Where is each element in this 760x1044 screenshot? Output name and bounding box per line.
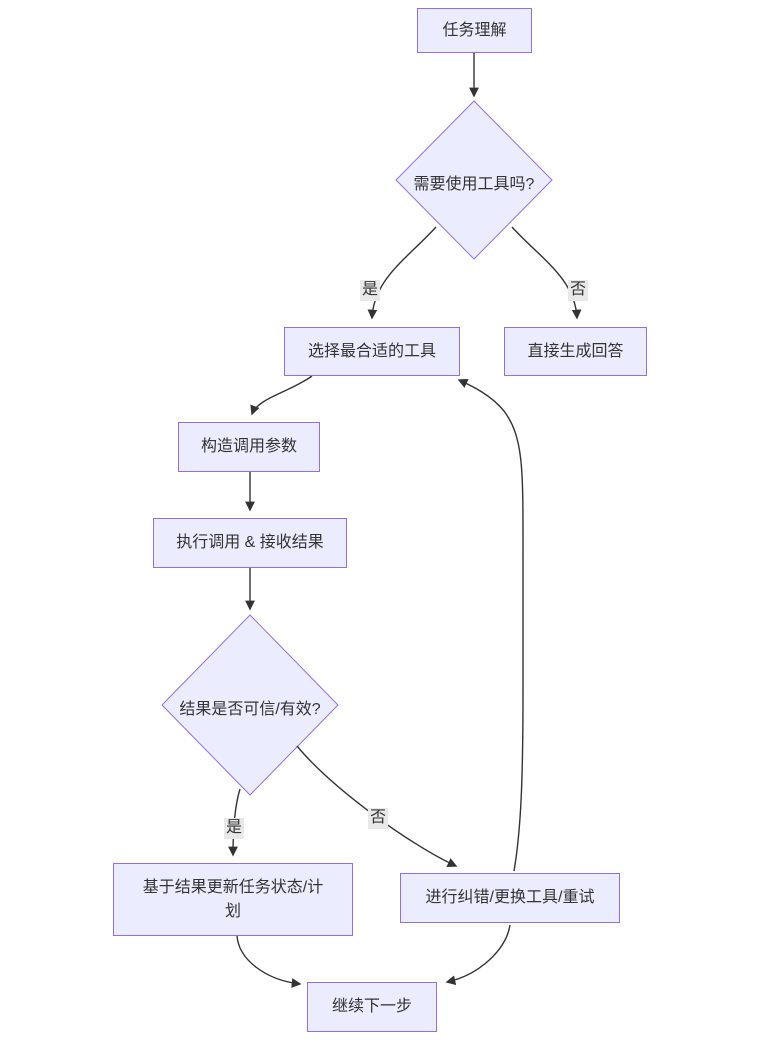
edge-label-result-valid-no: 否 xyxy=(368,808,389,829)
node-execute-call: 执行调用 & 接收结果 xyxy=(153,518,347,568)
edge-need-tool-no-to-direct-answer xyxy=(511,226,582,320)
edge-result-valid-yes-to-update-state xyxy=(228,788,241,857)
edge-choose-tool-to-build-params xyxy=(250,375,313,416)
edge-need-tool-yes-to-choose-tool xyxy=(367,226,437,320)
decision-need-tool-label: 需要使用工具吗? xyxy=(413,176,535,193)
decision-result-valid-label: 结果是否可信/有效? xyxy=(179,701,321,718)
edge-label-need-tool-no: 否 xyxy=(568,280,589,301)
node-error-correction: 进行纠错/更换工具/重试 xyxy=(400,873,620,923)
decision-need-tool-shape xyxy=(395,100,553,260)
edge-error-correction-to-next-step xyxy=(445,924,511,986)
node-update-task-state: 基于结果更新任务状态/计划 xyxy=(113,863,353,936)
edge-label-result-valid-yes: 是 xyxy=(224,818,245,839)
edge-error-correction-loop-to-choose-tool xyxy=(457,379,524,872)
edge-label-need-tool-yes: 是 xyxy=(360,280,381,301)
edge-update-state-to-next-step xyxy=(236,935,302,988)
node-build-params: 构造调用参数 xyxy=(178,422,320,472)
edge-result-valid-no-to-error-correction xyxy=(296,745,458,867)
node-task-understanding: 任务理解 xyxy=(417,8,532,53)
node-choose-tool: 选择最合适的工具 xyxy=(284,327,460,376)
node-next-step: 继续下一步 xyxy=(307,982,437,1032)
decision-result-valid-shape xyxy=(161,614,339,796)
node-direct-answer: 直接生成回答 xyxy=(504,327,647,376)
